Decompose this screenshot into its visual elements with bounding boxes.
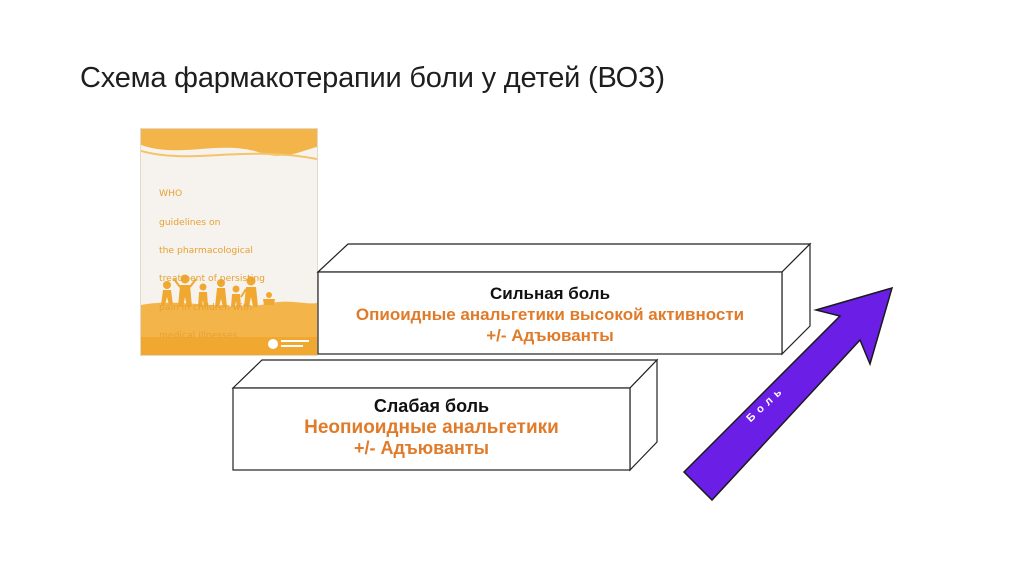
- cover-line: pain in children with: [159, 301, 253, 313]
- cover-line: guidelines on: [159, 216, 221, 228]
- strong-pain-adjuvants: +/- Адъюванты: [486, 326, 614, 345]
- who-guidelines-cover: WHO guidelines on the pharmacological tr…: [140, 128, 318, 356]
- strong-pain-text: Сильная боль Опиоидные анальгетики высок…: [318, 283, 782, 346]
- cover-artwork: [141, 129, 317, 355]
- weak-pain-adjuvants: +/- Адъюванты: [353, 438, 490, 458]
- cover-line: the pharmacological: [159, 245, 253, 257]
- cover-line: WHO: [159, 188, 183, 200]
- children-silhouettes-icon: [161, 274, 275, 307]
- weak-pain-text: Слабая боль Неопиоидные анальгетики +/- …: [233, 396, 630, 459]
- strong-pain-drugs: Опиоидные анальгетики высокой активности: [355, 305, 745, 324]
- cover-line: medical illnesses: [159, 330, 238, 342]
- weak-pain-drugs: Неопиоидные анальгетики: [304, 417, 559, 438]
- cover-line: treatment of persisting: [159, 273, 265, 285]
- slide-title: Схема фармакотерапии боли у детей (ВОЗ): [80, 62, 665, 94]
- arrow-label: Боль: [744, 383, 788, 425]
- weak-pain-heading: Слабая боль: [373, 396, 490, 416]
- cover-title: WHO guidelines on the pharmacological tr…: [159, 173, 309, 355]
- strong-pain-heading: Сильная боль: [489, 284, 611, 303]
- who-emblem-icon: [268, 339, 278, 349]
